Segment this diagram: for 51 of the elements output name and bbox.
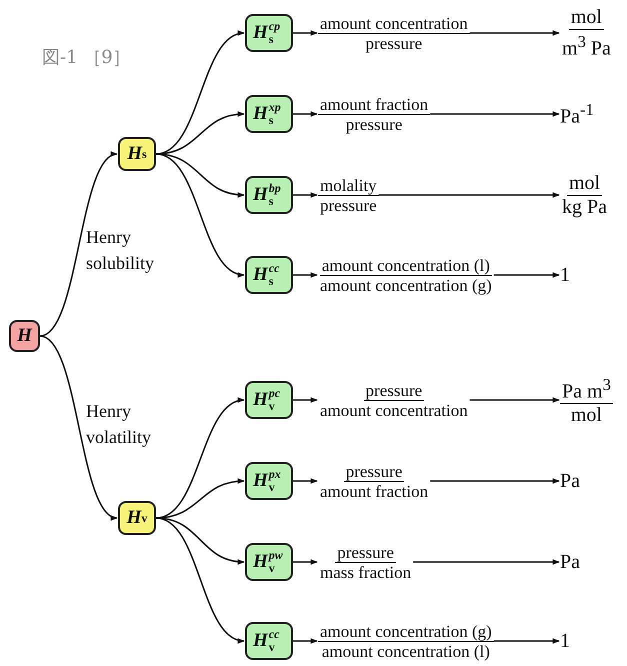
arrow [293,559,318,565]
numerator-text: mol [566,172,602,196]
numerator-text: molality [318,176,379,196]
numerator-text: pressure [344,462,404,482]
arrow [293,111,318,117]
denominator-text: amount concentration [319,400,469,420]
arrow [156,153,245,276]
numerator-text: pressure [335,542,396,562]
denominator-text: pressure [364,34,424,52]
denominator-text: amount fraction [319,482,430,500]
figure-label: 図-1 ［9］ [42,46,131,69]
arrow [293,638,318,644]
arrow [430,111,560,117]
arrow [293,478,318,484]
arrow [293,30,318,36]
denominator-text: mass fraction [319,562,412,582]
unit-text: Pa [560,470,580,492]
denominator-text: pressure [344,114,404,134]
arrow [40,335,118,519]
numerator-text: amount concentration (g) [318,622,494,642]
arrow [156,517,245,642]
unit-text: Pa [560,550,580,574]
numerator-text: Pa m$^{3}$ [560,372,613,404]
arrow [470,30,560,36]
unit-text: 1 [560,264,570,286]
unit-text: Pa$^{-1}$ [560,100,594,128]
denominator-text: pressure [319,196,378,214]
arrow [156,478,245,519]
arrow [156,112,245,155]
arrow [293,192,318,198]
numerator-text: mol [568,6,604,30]
unit-text: 1 [560,630,570,652]
arrow [378,192,560,198]
arrow [293,397,318,403]
denominator-text: mol [570,404,603,428]
arrow [430,478,560,484]
numerator-text: amount concentration [318,14,470,34]
numerator-text: pressure [364,380,424,400]
numerator-text: amount fraction [318,94,430,114]
arrow [470,397,560,403]
arrow [494,272,560,278]
denominator-text: m$^{3}$ Pa [561,30,612,60]
denominator-text: amount concentration (g) [319,276,493,294]
numerator-text: amount concentration (l) [320,256,492,276]
denominator-text: amount concentration (l) [320,642,491,660]
symbol-box: H [9,320,40,352]
arrow [293,272,318,278]
denominator-text: kg Pa [561,196,608,218]
arrow [40,153,118,337]
arrow [413,559,560,565]
arrow [494,638,560,644]
